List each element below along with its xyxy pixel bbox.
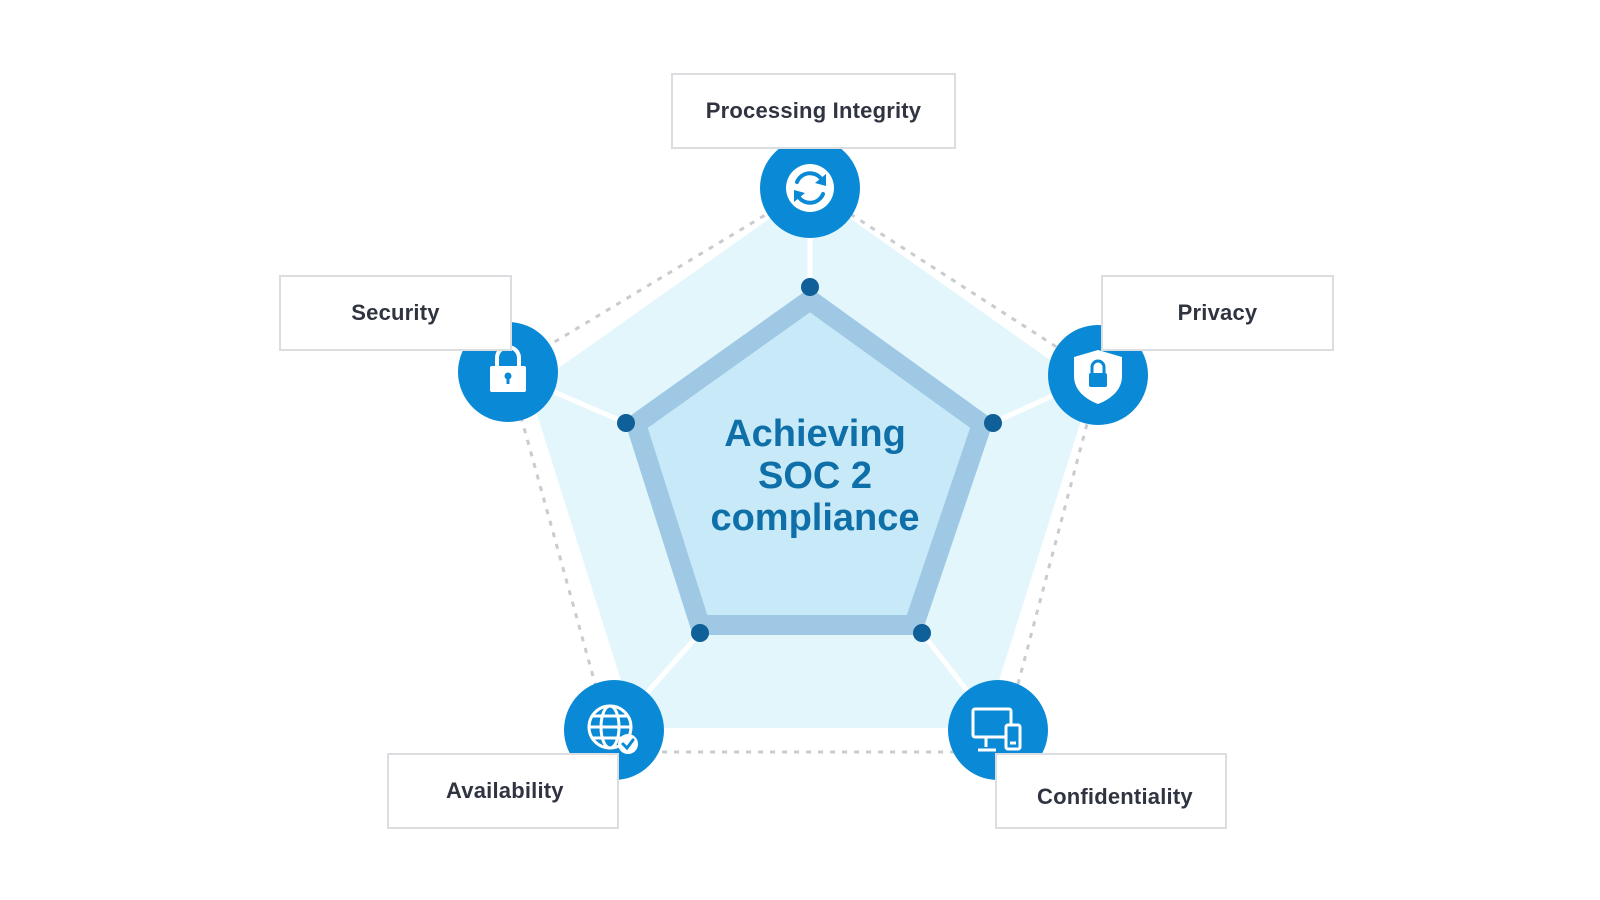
inner-pentagon <box>626 290 992 635</box>
dashed-outline <box>506 186 1102 754</box>
confidentiality-label: Confidentiality <box>995 753 1227 829</box>
availability-label: Availability <box>387 753 619 829</box>
center-title-line-2: SOC 2 <box>757 455 873 497</box>
globe-check-icon <box>587 704 638 754</box>
security-label: Security <box>279 275 512 351</box>
monitor-devices-icon <box>971 707 1022 752</box>
privacy-label: Privacy <box>1101 275 1334 351</box>
confidentiality-text: Confidentiality <box>1037 784 1193 809</box>
processing-integrity-node <box>760 138 860 238</box>
center-title-line-3: compliance <box>710 497 920 539</box>
privacy-text: Privacy <box>1177 300 1258 325</box>
availability-text: Availability <box>446 778 564 803</box>
center-title-line-1: Achieving <box>724 413 906 455</box>
sync-arrows-icon <box>786 164 834 212</box>
vertex-dots <box>617 278 1002 642</box>
center-title: Achieving SOC 2 compliance <box>640 413 990 539</box>
processing-integrity-text: Processing Integrity <box>705 98 922 123</box>
processing-integrity-label: Processing Integrity <box>671 73 956 149</box>
shield-lock-icon <box>1074 350 1122 404</box>
security-text: Security <box>351 300 440 325</box>
